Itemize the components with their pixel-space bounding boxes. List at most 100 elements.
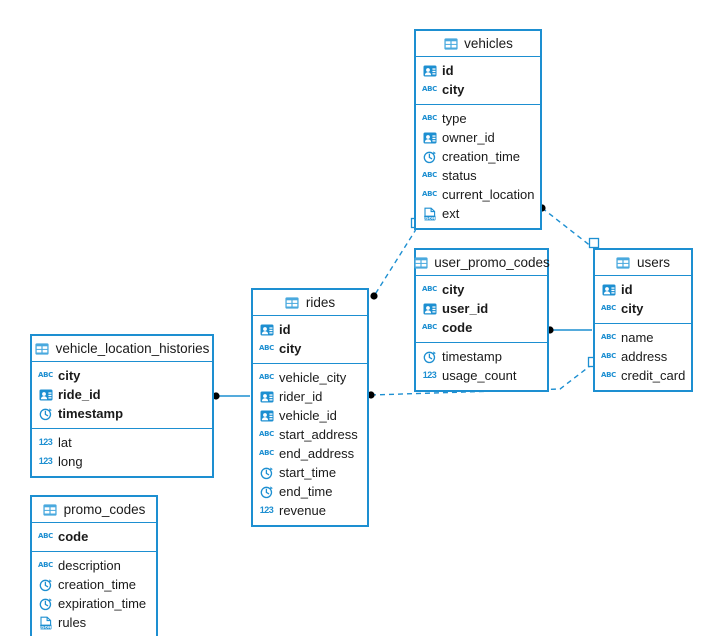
column-row-ext[interactable]: JSON ext (416, 204, 540, 223)
column-name: code (58, 529, 89, 544)
table-header-users[interactable]: users (595, 250, 691, 276)
abc-icon: ABC (601, 304, 616, 312)
column-name: status (442, 168, 477, 183)
column-name: user_id (442, 301, 489, 316)
key-id-icon (259, 322, 274, 337)
column-name: rules (58, 615, 87, 630)
column-name: long (58, 454, 83, 469)
clock-icon (38, 406, 53, 421)
table-header-promo_codes[interactable]: promo_codes (32, 497, 156, 523)
abc-icon: ABC (601, 371, 616, 379)
column-name: end_time (279, 484, 333, 499)
table-header-user_promo_codes[interactable]: user_promo_codes (414, 250, 550, 276)
table-header-rides[interactable]: rides (253, 290, 367, 316)
abc-icon: ABC (259, 449, 274, 457)
column-row-id[interactable]: id (595, 280, 691, 299)
relationship-vlh-rides[interactable] (212, 392, 250, 400)
svg-text:JSON: JSON (423, 215, 435, 220)
abc-icon: ABC (422, 323, 437, 331)
column-name: code (442, 320, 473, 335)
table-grid-icon (43, 502, 58, 517)
column-name: vehicle_id (279, 408, 337, 423)
column-name: id (621, 282, 633, 297)
column-name: start_time (279, 465, 337, 480)
column-row-id[interactable]: id (416, 61, 540, 80)
column-row-timestamp[interactable]: timestamp (32, 404, 212, 423)
column-row-id[interactable]: id (253, 320, 367, 339)
column-name: id (279, 322, 291, 337)
column-row-status[interactable]: ABC status (416, 166, 540, 185)
column-name: owner_id (442, 130, 495, 145)
column-row-creation_time[interactable]: creation_time (32, 575, 156, 594)
column-row-end_address[interactable]: ABC end_address (253, 444, 367, 463)
column-row-long[interactable]: 123 long (32, 452, 212, 471)
column-name: expiration_time (58, 596, 147, 611)
number-icon: 123 (38, 456, 53, 466)
table-header-vehicle_location_histories[interactable]: vehicle_location_histories (32, 336, 212, 362)
relationship-line (541, 207, 593, 248)
column-name: ext (442, 206, 460, 221)
primary-key-section: ABC code (32, 523, 156, 552)
column-row-creation_time[interactable]: creation_time (416, 147, 540, 166)
clock-icon (259, 465, 274, 480)
column-name: lat (58, 435, 72, 450)
json-icon: JSON (422, 206, 437, 221)
column-row-user_id[interactable]: user_id (416, 299, 547, 318)
column-row-ride_id[interactable]: ride_id (32, 385, 212, 404)
column-row-rules[interactable]: JSON rules (32, 613, 156, 632)
column-row-end_time[interactable]: end_time (253, 482, 367, 501)
column-row-code[interactable]: ABC code (32, 527, 156, 546)
abc-icon: ABC (38, 532, 53, 540)
column-row-owner_id[interactable]: owner_id (416, 128, 540, 147)
abc-icon: ABC (601, 352, 616, 360)
abc-icon: ABC (259, 430, 274, 438)
column-row-vehicle_id[interactable]: vehicle_id (253, 406, 367, 425)
relationship-vehicles-users[interactable] (538, 204, 600, 249)
abc-icon: ABC (38, 561, 53, 569)
relationship-upc-users[interactable] (546, 326, 592, 334)
svg-text:JSON: JSON (39, 624, 51, 629)
table-header-vehicles[interactable]: vehicles (416, 31, 540, 57)
abc-icon: ABC (422, 85, 437, 93)
column-row-code[interactable]: ABC code (416, 318, 547, 337)
column-row-timestamp[interactable]: timestamp (416, 347, 547, 366)
column-name: usage_count (442, 368, 517, 383)
relationship-one-endpoint-dot-icon (370, 292, 378, 300)
column-name: timestamp (58, 406, 124, 421)
column-name: current_location (442, 187, 535, 202)
column-row-rider_id[interactable]: rider_id (253, 387, 367, 406)
column-row-expiration_time[interactable]: expiration_time (32, 594, 156, 613)
table-grid-icon (285, 295, 300, 310)
abc-icon: ABC (259, 344, 274, 352)
table-grid-icon (616, 255, 631, 270)
column-row-start_time[interactable]: start_time (253, 463, 367, 482)
column-name: end_address (279, 446, 355, 461)
abc-icon: ABC (422, 171, 437, 179)
